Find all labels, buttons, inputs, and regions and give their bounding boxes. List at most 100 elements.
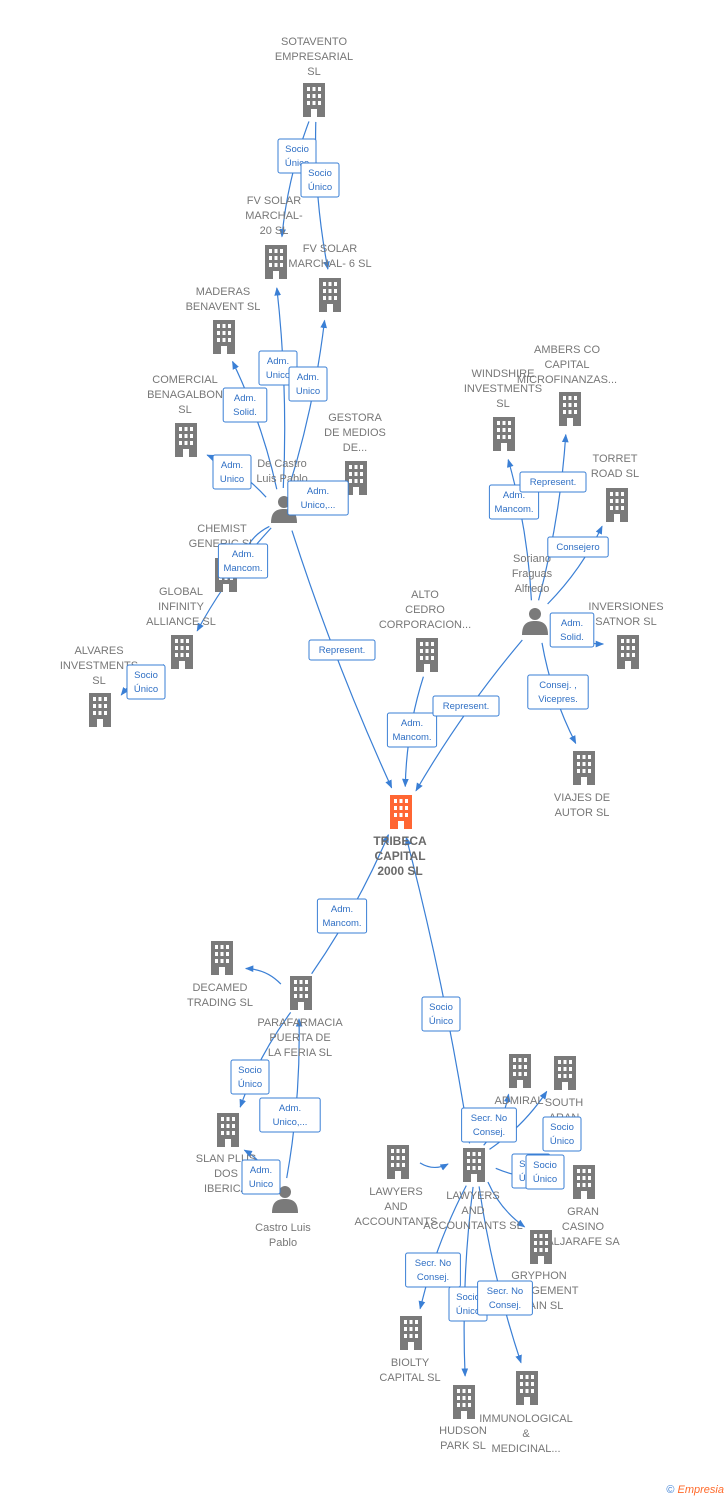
edge-label-text: Solid. <box>560 632 584 643</box>
node-global[interactable] <box>171 635 193 669</box>
edge-label-soriano-to-viajes[interactable]: Consej. ,Vicepres. <box>527 674 589 710</box>
edge-label-box <box>432 695 500 717</box>
node-label-alvares: SL <box>92 675 105 687</box>
edge-label-box <box>288 366 328 402</box>
node-biolty[interactable] <box>400 1316 422 1350</box>
node-tribeca[interactable] <box>390 795 412 829</box>
node-label-viajes: VIAJES DE <box>554 792 610 804</box>
node-south[interactable] <box>554 1056 576 1090</box>
node-label-immuno: IMMUNOLOGICAL <box>479 1413 573 1425</box>
node-windshire[interactable] <box>493 417 515 451</box>
node-label-windshire: WINDSHIRE <box>472 368 535 380</box>
node-decamed[interactable] <box>211 941 233 975</box>
node-label-biolty: BIOLTY <box>391 1357 430 1369</box>
node-label-decamed: DECAMED <box>192 982 247 994</box>
edge-label-soriano-to-windshire[interactable]: Adm.Mancom. <box>488 484 540 520</box>
edge-label-box <box>421 996 461 1032</box>
edge-label-box <box>542 1116 582 1152</box>
edge-label-text: Adm. <box>250 1165 272 1176</box>
edge-label-box <box>477 1280 533 1316</box>
edge-label-decastro-to-maderas[interactable]: Adm.Solid. <box>222 387 268 423</box>
node-alvares[interactable] <box>89 693 111 727</box>
node-label-alvares: ALVARES <box>74 645 123 657</box>
node-grancasino[interactable] <box>573 1165 595 1199</box>
node-slanplus[interactable] <box>217 1113 239 1147</box>
edge-sotavento-to-fvsolar20 <box>279 121 310 238</box>
node-label-global: INFINITY <box>158 601 204 613</box>
edge-soriano-to-torret <box>547 525 603 605</box>
edge-label-parafarmacia-to-tribeca[interactable]: Adm.Mancom. <box>316 898 368 934</box>
node-lawyers2[interactable] <box>463 1148 485 1182</box>
edge-label-soriano-to-tribeca[interactable]: Represent. <box>432 695 500 717</box>
node-alto[interactable] <box>416 638 438 672</box>
node-label-lawyers1: ACCOUNTANTS <box>355 1216 438 1228</box>
edge-label-text: Adm. <box>297 372 319 383</box>
node-immuno[interactable] <box>516 1371 538 1405</box>
node-label-global: ALLIANCE SL <box>146 616 216 628</box>
brand-logo[interactable]: Empresia <box>677 1484 724 1496</box>
node-soriano[interactable] <box>522 608 548 635</box>
edge-label-decastro-to-comercial[interactable]: Adm.Unico <box>212 454 252 490</box>
edge-label-soriano-to-inversiones[interactable]: Adm.Solid. <box>549 612 595 648</box>
node-label-lawyers1: AND <box>384 1201 407 1213</box>
edge-label-text: Adm. <box>221 460 243 471</box>
node-ambers[interactable] <box>559 392 581 426</box>
edge-lawyers1-to-lawyers2 <box>419 1162 449 1171</box>
node-fvsolar20[interactable] <box>265 245 287 279</box>
node-torret[interactable] <box>606 488 628 522</box>
node-comercial[interactable] <box>175 423 197 457</box>
edge-label-castroluis-to-slanplus[interactable]: Adm.Unico <box>241 1159 281 1195</box>
node-label-alto: CEDRO <box>405 604 445 616</box>
node-label-grancasino: ALJARAFE SA <box>546 1236 620 1248</box>
edge-label-box <box>549 612 595 648</box>
edge-label-text: Consejero <box>556 542 599 553</box>
edge-label-soriano-to-torret[interactable]: Consejero <box>547 536 609 558</box>
node-label-sotavento: SL <box>307 66 320 78</box>
edge-label-decastro-to-fvsolar20[interactable]: Adm.Unico <box>258 350 298 386</box>
building-icon <box>617 635 639 669</box>
node-maderas[interactable] <box>213 320 235 354</box>
node-hudson[interactable] <box>453 1385 475 1419</box>
edge-label-text: Socio <box>456 1292 480 1303</box>
building-icon <box>213 320 235 354</box>
edge-label-text: Vicepres. <box>538 694 577 705</box>
edge-label-decastro-to-fvsolar6[interactable]: Adm.Unico <box>288 366 328 402</box>
edge-label-decastro-to-gestora[interactable]: Adm.Unico,... <box>287 480 349 516</box>
node-sotavento[interactable] <box>303 83 325 117</box>
edge-label-alto-to-tribeca[interactable]: Adm.Mancom. <box>386 712 438 748</box>
edge-label-text: Unico,... <box>273 1117 308 1128</box>
node-viajes[interactable] <box>573 751 595 785</box>
node-label-windshire: SL <box>496 398 509 410</box>
node-fvsolar6[interactable] <box>319 278 341 312</box>
edge-label-decastro-to-tribeca[interactable]: Represent. <box>308 639 376 661</box>
edge-label-box <box>308 639 376 661</box>
node-label-inversiones: INVERSIONES <box>588 601 663 613</box>
edge-label-box <box>126 664 166 700</box>
edge-label-castroluis-to-parafarmacia[interactable]: Adm.Unico,... <box>259 1097 321 1133</box>
building-icon <box>559 392 581 426</box>
node-parafarmacia[interactable] <box>290 976 312 1010</box>
edge-label-decastro-to-global[interactable]: Adm.Mancom. <box>217 543 269 579</box>
node-admiral[interactable] <box>509 1054 531 1088</box>
edge-label-text: Mancom. <box>494 504 533 515</box>
edge-label-text: Secr. No <box>415 1258 451 1269</box>
node-inversiones[interactable] <box>617 635 639 669</box>
edge-label-text: Adm. <box>401 718 423 729</box>
edge-label-text: Adm. <box>307 486 329 497</box>
edge-lawyers2-to-hudson <box>461 1186 474 1377</box>
node-gryphon[interactable] <box>530 1230 552 1264</box>
edge-label-text: Adm. <box>331 904 353 915</box>
node-lawyers1[interactable] <box>387 1145 409 1179</box>
node-label-ambers: CAPITAL <box>544 359 589 371</box>
edge-label-soriano-to-ambers[interactable]: Represent. <box>519 471 587 493</box>
